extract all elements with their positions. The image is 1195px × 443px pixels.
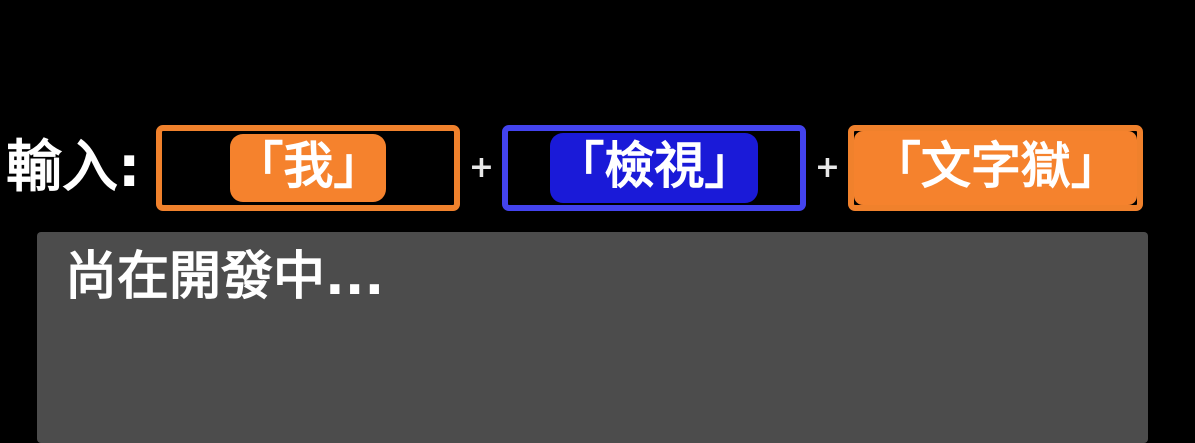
plus-separator-1: + [468,150,494,185]
output-panel: 尚在開發中... [37,232,1148,443]
plus-separator-2: + [814,150,840,185]
token-box-1[interactable]: 「我」 [156,125,461,211]
input-label: 輸入: [6,135,141,200]
token-box-3[interactable]: 「文字獄」 [848,125,1144,211]
token-chip-3[interactable]: 「文字獄」 [854,131,1138,205]
token-box-2[interactable]: 「檢視」 [502,125,807,211]
token-chip-1[interactable]: 「我」 [230,134,387,202]
token-chip-2[interactable]: 「檢視」 [550,133,759,203]
input-row: 輸入: 「我」 + 「檢視」 + 「文字獄」 [0,113,1195,223]
output-status-message: 尚在開發中... [65,247,385,307]
